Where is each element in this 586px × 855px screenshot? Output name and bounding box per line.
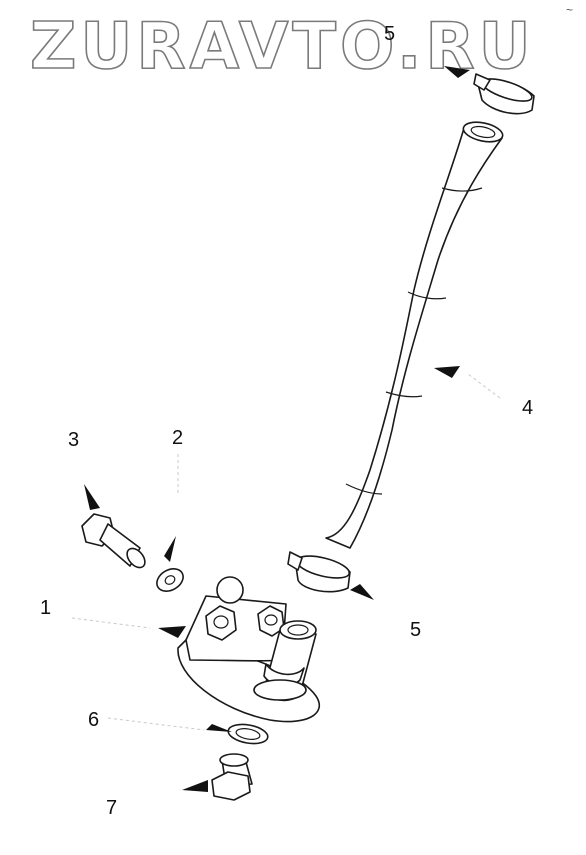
leader-1 <box>71 617 151 629</box>
leader-4 <box>467 373 501 399</box>
callout-5-bottom: 5 <box>410 619 421 641</box>
callout-5-top: 5 <box>384 23 395 45</box>
watermark-text: ZURAVTO.RU <box>30 10 535 84</box>
arrow-6 <box>206 724 232 732</box>
callout-7: 7 <box>106 797 117 819</box>
arrow-4 <box>434 366 460 378</box>
callout-4: 4 <box>522 397 533 419</box>
arrow-2 <box>164 536 176 562</box>
sealing-ring <box>227 723 269 745</box>
bolt <box>81 513 146 569</box>
arrow-3 <box>84 484 100 510</box>
leader-6 <box>107 717 205 731</box>
callout-6: 6 <box>88 709 99 731</box>
callout-1: 1 <box>40 597 51 619</box>
arrow-5-bottom <box>350 584 374 600</box>
arrow-1 <box>158 626 186 638</box>
washer <box>156 568 184 592</box>
arrow-7 <box>182 780 208 792</box>
callout-3: 3 <box>68 429 79 451</box>
hose-clamp-bottom <box>287 551 351 593</box>
rubber-hose <box>325 121 504 549</box>
callout-2: 2 <box>172 427 183 449</box>
hose-clamp-top <box>473 73 535 115</box>
bracket-with-fitting <box>177 576 321 723</box>
corner-mark: ~ <box>566 3 573 17</box>
arrow-5-top <box>444 66 470 78</box>
plug <box>211 753 253 801</box>
